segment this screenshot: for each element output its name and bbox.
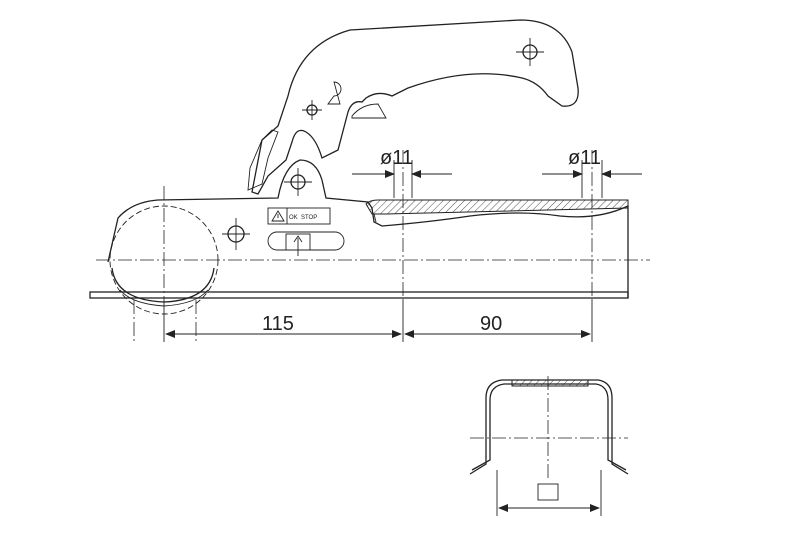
cross-section-view [469,376,629,516]
label-stop-text: STOP [301,215,317,221]
lever-handle [251,19,579,195]
section-top-hatch [511,379,589,387]
base-plate [89,291,629,299]
dimension-hole-right-text: ø11 [568,147,601,169]
lever-inner-step [351,103,387,119]
wear-indicator [267,231,345,256]
indicator-arrow-icon [293,235,303,256]
tube-hatch [365,199,629,215]
pivot-mark-2 [302,100,322,120]
warning-label: OK STOP [267,207,331,225]
dimension-hole-left-text: ø11 [380,147,413,169]
dimension-length-115: 115 [163,300,404,342]
section-profile-inner [471,383,627,471]
lever-back-plate [247,129,279,191]
warning-triangle-icon [271,210,285,222]
pivot-mark-4 [222,218,250,250]
section-profile-outer [469,379,629,475]
side-view: OK STOP ø11 ø11 [89,19,650,342]
dimension-length-115-text: 115 [262,313,294,335]
pivot-mark-1 [516,38,544,66]
dimension-length-90: 90 [404,300,593,342]
dimension-hole-right: ø11 [542,147,642,198]
dimension-length-90-text: 90 [480,313,502,335]
square-symbol [537,483,559,501]
coupling-body [107,159,629,298]
dimension-hole-left: ø11 [352,147,452,198]
label-ok-text: OK [289,215,298,221]
keyhole-slot [327,81,342,105]
pivot-mark-3 [284,168,312,196]
